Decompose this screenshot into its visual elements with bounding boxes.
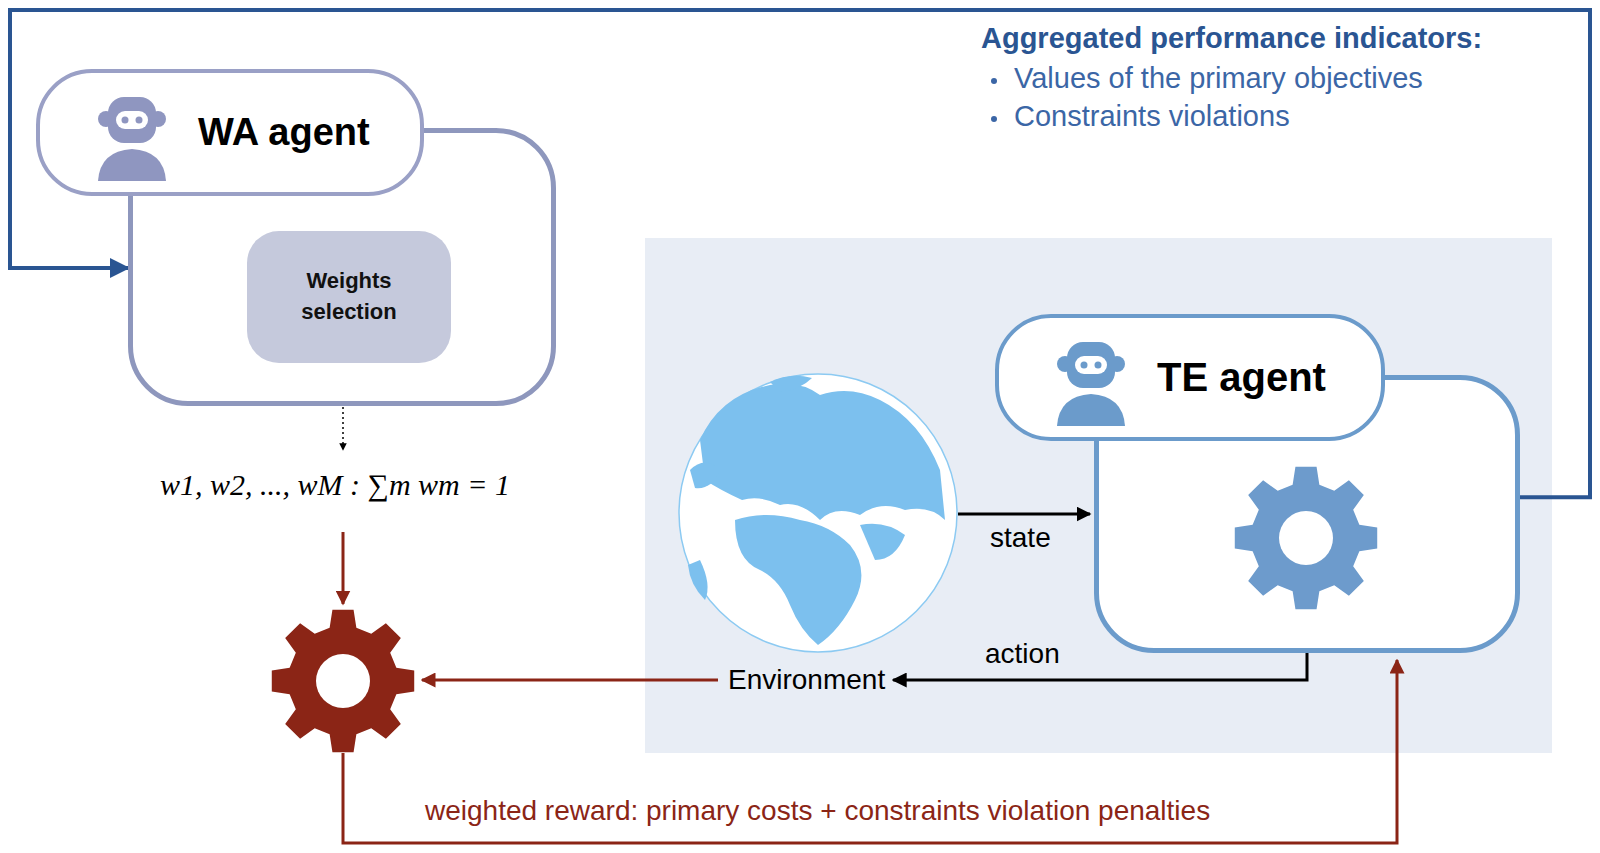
robot-eye <box>1081 361 1088 368</box>
robot-body <box>1057 394 1125 426</box>
robot-icon <box>84 83 180 183</box>
robot-body <box>98 149 166 181</box>
reward-gear <box>272 610 414 752</box>
environment-reward-arrow <box>422 679 718 682</box>
agent-header: TE agent <box>995 314 1385 441</box>
weights-arrow <box>342 532 345 604</box>
robot-eye <box>136 116 143 123</box>
globe-land <box>690 463 720 489</box>
box-text: Weights selection <box>269 266 429 328</box>
globe-land <box>700 384 945 520</box>
indicator-item: Constraints violations <box>1014 100 1290 133</box>
process-box: Weights selection <box>247 231 451 363</box>
robot-head <box>1067 342 1115 388</box>
agent-title: TE agent <box>1157 355 1326 400</box>
action-arrow <box>893 653 1307 680</box>
agent-header: WA agent <box>36 69 424 196</box>
robot-eye <box>1095 361 1102 368</box>
globe-land <box>770 376 812 392</box>
engine-gear-icon <box>1206 438 1406 638</box>
environment-node: Environment <box>724 662 889 698</box>
globe-illustration <box>679 374 957 652</box>
node-text: Environment <box>728 664 885 696</box>
agent-title: WA agent <box>198 111 370 154</box>
globe-ocean <box>679 374 957 652</box>
gear-shape <box>1235 467 1377 609</box>
reward-line <box>343 660 1397 843</box>
globe-land <box>688 560 708 600</box>
globe-land <box>860 524 905 560</box>
environment-panel <box>645 238 1552 753</box>
gear-hole <box>1279 511 1333 565</box>
robot-head <box>108 97 156 143</box>
robot-icon <box>1043 328 1139 428</box>
indicator-item: Values of the primary objectives <box>1014 62 1423 95</box>
reward-label: weighted reward: primary costs + constra… <box>425 795 1210 827</box>
reward-gear-hole <box>316 654 370 708</box>
bullet-dot <box>991 78 997 84</box>
bullet-dot <box>991 116 997 122</box>
indicators-heading: Aggregated performance indicators: <box>981 22 1482 55</box>
robot-face <box>116 111 148 129</box>
robot-eye <box>122 116 129 123</box>
robot-face <box>1075 356 1107 374</box>
state-label: state <box>990 522 1051 554</box>
edge-label: action <box>985 638 1060 670</box>
weights-formula: w1, w2, ..., wM : ∑m wm = 1 <box>160 468 510 502</box>
globe-land <box>735 515 861 645</box>
state-arrow <box>958 513 1090 516</box>
feedback-arrow <box>10 10 1590 497</box>
